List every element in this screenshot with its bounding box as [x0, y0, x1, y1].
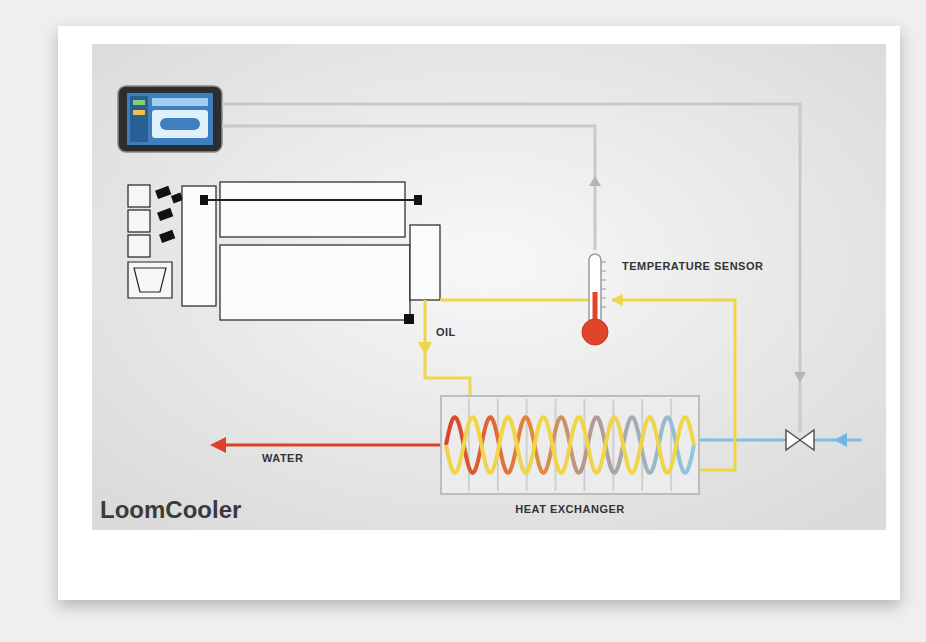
valve-symbol	[786, 430, 814, 450]
flow-arrow	[834, 433, 847, 447]
bobbin	[155, 186, 171, 199]
card	[58, 26, 900, 600]
loom-bolt	[404, 314, 414, 324]
exchanger-fin	[555, 399, 557, 491]
exchanger-fin	[526, 399, 528, 491]
creel-box	[128, 210, 150, 232]
scale-tick	[601, 262, 606, 263]
exchanger-housing	[441, 396, 699, 494]
loom-lower	[220, 245, 410, 320]
water-coil	[446, 417, 694, 473]
creel-box	[128, 185, 150, 207]
scale-tick	[601, 271, 606, 272]
tablet-bezel	[118, 86, 222, 152]
oil-pipe	[440, 299, 592, 302]
scale-tick	[601, 289, 606, 290]
bobbin	[157, 208, 173, 221]
bobbin	[159, 230, 175, 243]
exchanger-body	[440, 395, 700, 495]
brand-logo: LoomCooler	[100, 496, 241, 525]
loom-upper	[220, 182, 405, 237]
node-label: HEAT EXCHANGER	[515, 503, 624, 516]
flow-arrow	[210, 437, 226, 453]
screen-sidebar	[130, 96, 148, 142]
oil-coil	[446, 417, 694, 473]
water-pipe	[700, 439, 786, 442]
tablet-screen	[127, 93, 213, 145]
scale-tick	[601, 280, 606, 281]
loom-side	[410, 225, 440, 300]
node-label: TEMPERATURE SENSOR	[622, 260, 763, 273]
exchanger-fin	[468, 399, 470, 491]
bobbin	[171, 193, 183, 204]
warp-beam	[205, 199, 418, 201]
temperature-sensor: TEMPERATURE SENSOR	[578, 252, 612, 348]
water-pipe	[222, 444, 440, 447]
screen-button	[133, 100, 145, 105]
flow-arrow	[418, 342, 432, 355]
creel-box	[128, 235, 150, 257]
heat-exchanger: HEAT EXCHANGER	[440, 395, 700, 495]
screen-tile	[152, 98, 208, 106]
creel-base	[128, 262, 172, 298]
flow-label: WATER	[262, 452, 303, 465]
scale-tick	[601, 298, 606, 299]
beam-cap	[414, 195, 422, 205]
exchanger-fin	[583, 399, 585, 491]
screen-button	[133, 110, 145, 115]
oil-pipe	[425, 300, 470, 395]
thermometer-symbol	[578, 252, 612, 348]
beam-cap	[200, 195, 208, 205]
signal-arrow	[794, 372, 806, 382]
signal-arrow	[589, 176, 601, 186]
screen-icon	[160, 118, 200, 130]
diagram-panel	[92, 44, 886, 530]
exchanger-fin	[612, 399, 614, 491]
exchanger-fin	[670, 399, 672, 491]
flow-label: OIL	[436, 326, 456, 339]
screen-tile	[152, 110, 208, 138]
thermometer-bulb	[582, 319, 608, 345]
scale-tick	[601, 307, 606, 308]
loom-frame	[182, 186, 216, 306]
